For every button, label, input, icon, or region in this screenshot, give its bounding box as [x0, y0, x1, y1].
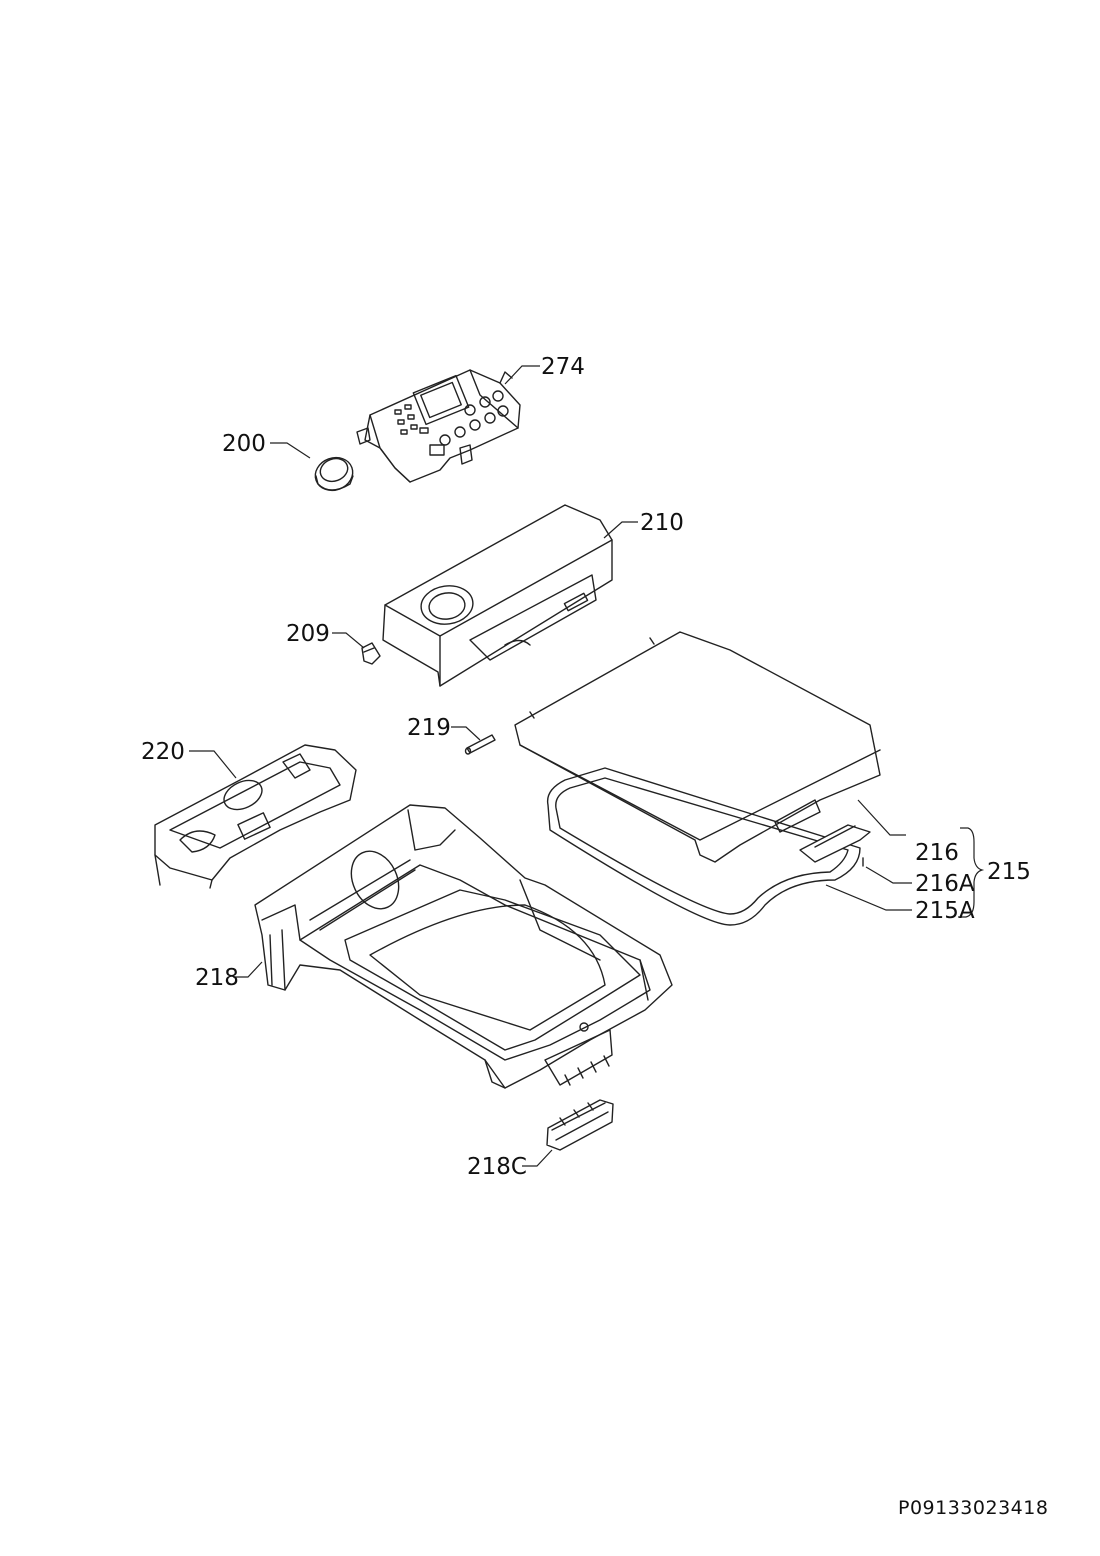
document-id: P09133023418 — [898, 1497, 1049, 1519]
callout-216A: 216A — [915, 871, 975, 897]
part-216-lid — [514, 631, 881, 863]
leader-216A — [865, 866, 912, 884]
leader-218C — [522, 1149, 553, 1167]
bracket-215 — [958, 827, 985, 918]
leader-lines — [189, 365, 985, 1167]
part-220-drawer — [154, 744, 357, 889]
leader-220 — [189, 750, 237, 779]
leader-209 — [332, 632, 365, 649]
callout-218C: 218C — [467, 1154, 527, 1180]
callout-219: 219 — [407, 715, 451, 741]
callout-215: 215 — [987, 859, 1031, 885]
part-218c-clip — [546, 1099, 614, 1151]
leader-210 — [603, 521, 638, 539]
part-218-dispenser-housing — [254, 804, 673, 1089]
part-200-knob — [314, 456, 354, 492]
leader-274 — [504, 365, 540, 385]
callout-274: 274 — [541, 354, 585, 380]
part-274-control-board — [356, 369, 521, 483]
callout-200: 200 — [222, 431, 266, 457]
callout-209: 209 — [286, 621, 330, 647]
callout-215A: 215A — [915, 898, 975, 924]
callout-216: 216 — [915, 840, 959, 866]
callout-218: 218 — [195, 965, 239, 991]
callout-labels: 274 200 210 209 219 220 216 216A 215A 21… — [141, 354, 1031, 1180]
leader-200 — [270, 442, 311, 459]
callout-220: 220 — [141, 739, 185, 765]
part-219-pin — [464, 734, 496, 755]
leader-219 — [451, 726, 481, 741]
callout-210: 210 — [640, 510, 684, 536]
leader-216 — [857, 799, 906, 836]
part-215a-seal — [546, 767, 861, 926]
part-209-clip — [361, 642, 381, 665]
part-210-control-panel — [382, 504, 613, 687]
part-216a-latch — [799, 824, 871, 867]
leader-218 — [233, 961, 263, 978]
leader-215A — [825, 884, 912, 911]
